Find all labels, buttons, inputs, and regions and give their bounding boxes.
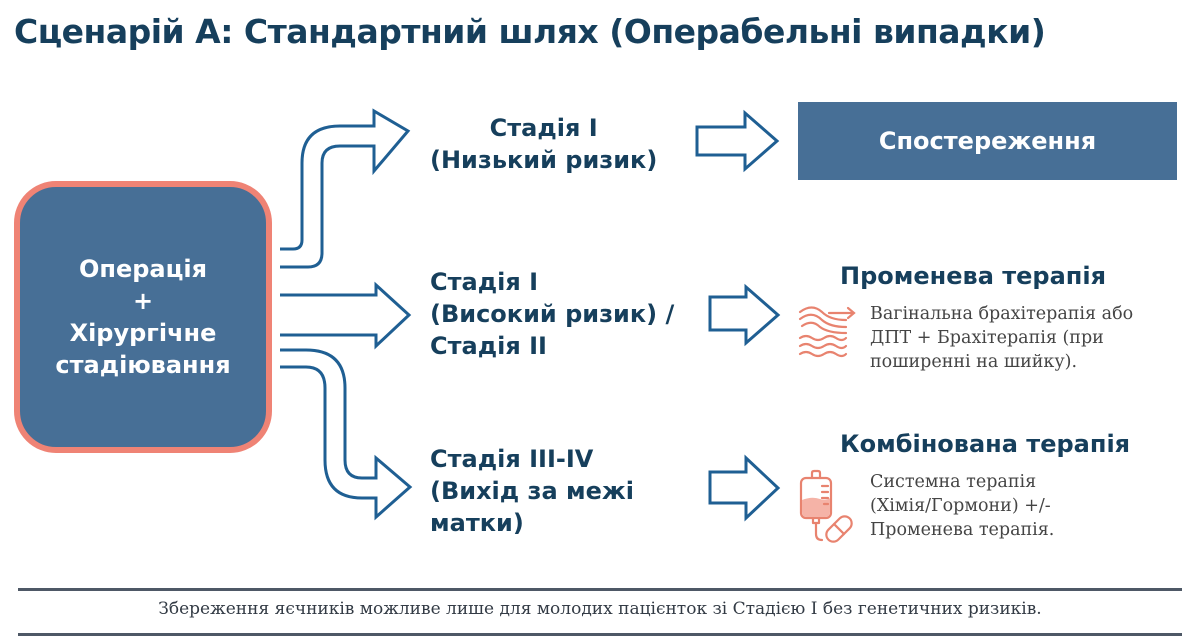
arrow-to-stage-3 [280, 348, 413, 521]
arrow-to-stage-1 [280, 108, 411, 269]
surgery-staging-box: Операція + Хірургічне стадіювання [14, 181, 272, 453]
iv-bag-pill-icon [799, 469, 853, 543]
main-box-line: стадіювання [55, 351, 231, 379]
stage-line: (Високий ризик) / [430, 300, 675, 328]
footer-divider-bottom [18, 633, 1182, 636]
stage-line: Стадія I [489, 114, 598, 142]
radiation-therapy-desc: Вагінальна брахітерапія або ДПТ + Брахіт… [870, 302, 1133, 374]
arrow-to-observation [695, 109, 780, 173]
main-box-line: + [132, 287, 154, 315]
footer-note: Збереження яєчників можливе лише для мол… [158, 599, 1042, 619]
stage-line: (Вихід за межі [430, 477, 635, 505]
stage-3-4: Стадія III-IV (Вихід за межі матки) [430, 443, 634, 539]
stage-line: (Низький ризик) [430, 146, 658, 174]
stage-1-high-risk-stage-2: Стадія I (Високий ризик) / Стадія II [430, 266, 674, 362]
radiation-waves-icon [798, 306, 856, 358]
page-title: Сценарій А: Стандартний шлях (Операбельн… [14, 12, 1046, 51]
stage-1-low-risk: Стадія I (Низький ризик) [430, 112, 657, 176]
combined-therapy-title: Комбінована терапія [840, 430, 1131, 458]
arrow-to-radiation [708, 283, 781, 347]
footer-divider-top [18, 588, 1182, 591]
arrow-to-combined [708, 454, 781, 522]
combined-therapy-desc: Системна терапія (Хімія/Гормони) +/- Про… [870, 470, 1054, 542]
stage-line: Стадія III-IV [430, 445, 594, 473]
desc-line: поширенні на шийку). [870, 352, 1078, 372]
stage-line: Стадія II [430, 332, 547, 360]
main-box-line: Хірургічне [69, 319, 217, 347]
main-box-line: Операція [78, 255, 208, 283]
radiation-therapy-title: Променева терапія [840, 262, 1107, 290]
desc-line: Вагінальна брахітерапія або [870, 304, 1134, 324]
desc-line: (Хімія/Гормони) +/- [870, 496, 1051, 516]
stage-line: Стадія I [430, 268, 539, 296]
desc-line: ДПТ + Брахітерапія (при [870, 328, 1104, 348]
desc-line: Системна терапія [870, 472, 1037, 492]
stage-line: матки) [430, 509, 524, 537]
desc-line: Променева терапія. [870, 520, 1055, 540]
arrow-to-stage-2 [280, 281, 412, 350]
observation-box: Спостереження [798, 102, 1177, 180]
